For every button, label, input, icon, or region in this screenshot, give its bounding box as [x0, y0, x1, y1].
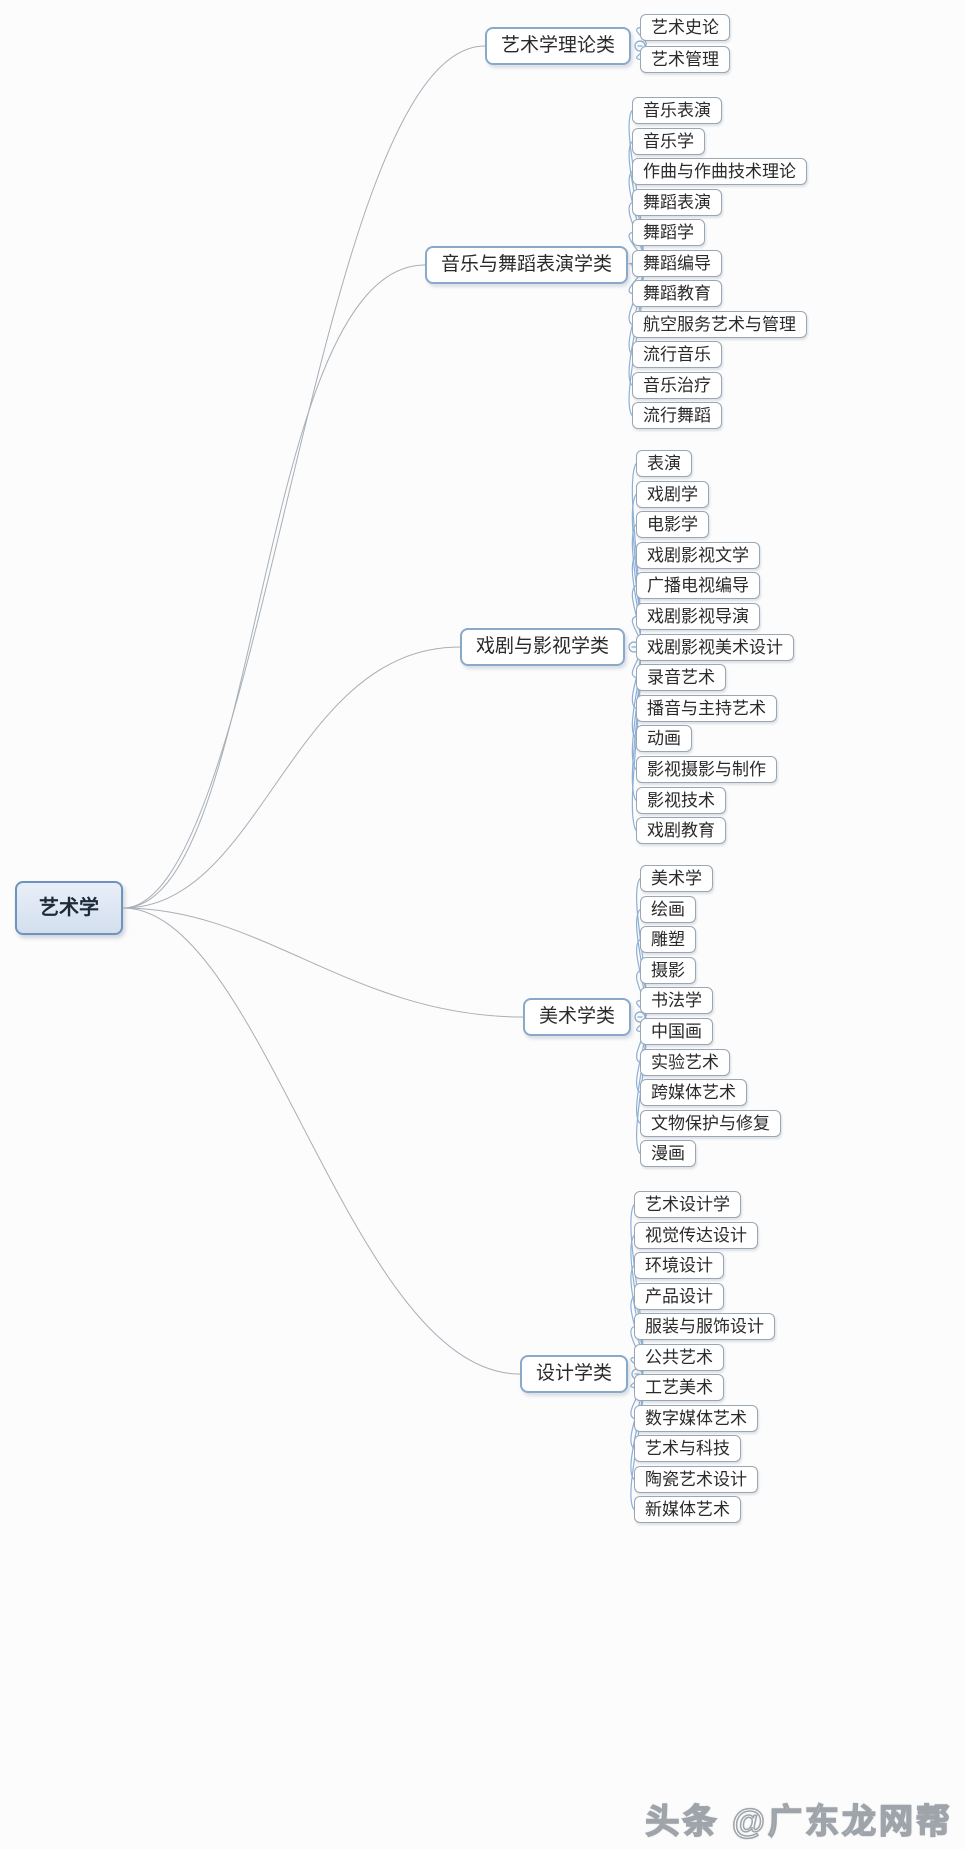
- leaf-node[interactable]: 艺术史论: [640, 14, 730, 41]
- leaf-node[interactable]: 环境设计: [634, 1252, 724, 1279]
- leaf-node[interactable]: 音乐学: [632, 128, 705, 155]
- leaf-node[interactable]: 戏剧教育: [636, 817, 726, 844]
- branch-node[interactable]: 音乐与舞蹈表演学类: [425, 246, 629, 284]
- leaf-node[interactable]: 服装与服饰设计: [634, 1313, 775, 1340]
- branch-node[interactable]: 设计学类: [520, 1355, 629, 1393]
- connector-line: [122, 264, 426, 909]
- leaf-node[interactable]: 工艺美术: [634, 1374, 724, 1401]
- leaf-node[interactable]: 视觉传达设计: [634, 1222, 758, 1249]
- leaf-node[interactable]: 公共艺术: [634, 1344, 724, 1371]
- leaf-node[interactable]: 雕塑: [640, 926, 696, 953]
- leaf-node[interactable]: 艺术管理: [640, 46, 730, 73]
- leaf-node[interactable]: 摄影: [640, 957, 696, 984]
- connector-line: [122, 907, 521, 1375]
- leaf-node[interactable]: 戏剧影视文学: [636, 542, 760, 569]
- leaf-node[interactable]: 播音与主持艺术: [636, 695, 777, 722]
- leaf-node[interactable]: 漫画: [640, 1140, 696, 1167]
- leaf-node[interactable]: 表演: [636, 450, 692, 477]
- branch-node[interactable]: 戏剧与影视学类: [460, 628, 626, 666]
- leaf-node[interactable]: 中国画: [640, 1018, 713, 1045]
- leaf-node[interactable]: 绘画: [640, 896, 696, 923]
- leaf-node[interactable]: 录音艺术: [636, 664, 726, 691]
- leaf-node[interactable]: 戏剧影视导演: [636, 603, 760, 630]
- leaf-node[interactable]: 舞蹈表演: [632, 189, 722, 216]
- leaf-node[interactable]: 新媒体艺术: [634, 1496, 741, 1523]
- branch-node[interactable]: 艺术学理论类: [485, 27, 632, 65]
- leaf-node[interactable]: 广播电视编导: [636, 572, 760, 599]
- watermark: 头条 @广东龙网帮: [645, 1802, 953, 1842]
- leaf-node[interactable]: 跨媒体艺术: [640, 1079, 747, 1106]
- leaf-node[interactable]: 舞蹈教育: [632, 280, 722, 307]
- leaf-node[interactable]: 艺术与科技: [634, 1435, 741, 1462]
- leaf-node[interactable]: 戏剧影视美术设计: [636, 634, 794, 661]
- connector-line: [122, 646, 461, 909]
- leaf-node[interactable]: 舞蹈学: [632, 219, 705, 246]
- leaf-node[interactable]: 动画: [636, 725, 692, 752]
- leaf-node[interactable]: 流行音乐: [632, 341, 722, 368]
- connector-line: [122, 907, 524, 1018]
- leaf-node[interactable]: 影视摄影与制作: [636, 756, 777, 783]
- leaf-node[interactable]: 影视技术: [636, 787, 726, 814]
- leaf-node[interactable]: 流行舞蹈: [632, 402, 722, 429]
- leaf-node[interactable]: 陶瓷艺术设计: [634, 1466, 758, 1493]
- connector-line: [122, 45, 486, 909]
- leaf-node[interactable]: 产品设计: [634, 1283, 724, 1310]
- root-node[interactable]: 艺术学: [15, 881, 123, 935]
- leaf-node[interactable]: 文物保护与修复: [640, 1110, 781, 1137]
- leaf-node[interactable]: 书法学: [640, 987, 713, 1014]
- leaf-node[interactable]: 作曲与作曲技术理论: [632, 158, 807, 185]
- leaf-node[interactable]: 航空服务艺术与管理: [632, 311, 807, 338]
- leaf-node[interactable]: 实验艺术: [640, 1049, 730, 1076]
- leaf-node[interactable]: 戏剧学: [636, 481, 709, 508]
- leaf-node[interactable]: 音乐表演: [632, 97, 722, 124]
- leaf-node[interactable]: 艺术设计学: [634, 1191, 741, 1218]
- leaf-node[interactable]: 数字媒体艺术: [634, 1405, 758, 1432]
- branch-node[interactable]: 美术学类: [523, 998, 632, 1036]
- leaf-node[interactable]: 舞蹈编导: [632, 250, 722, 277]
- leaf-node[interactable]: 音乐治疗: [632, 372, 722, 399]
- leaf-node[interactable]: 美术学: [640, 865, 713, 892]
- leaf-node[interactable]: 电影学: [636, 511, 709, 538]
